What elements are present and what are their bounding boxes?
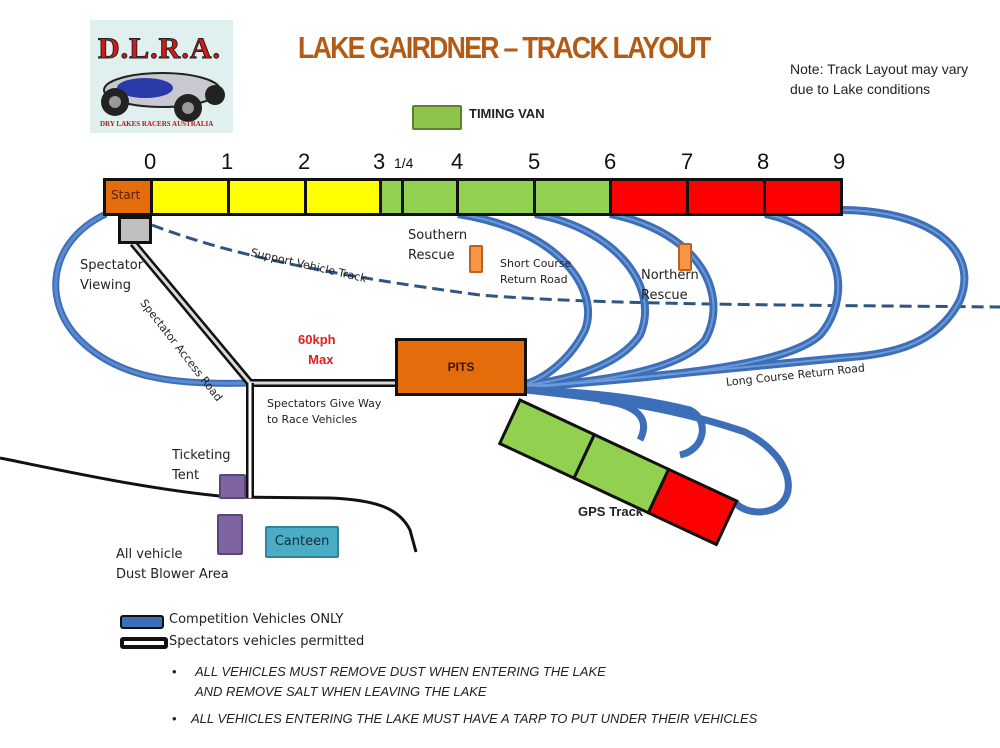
gps-track-label: GPS Track <box>578 504 644 519</box>
ticketing-tent-label: Ticketing Tent <box>172 448 231 483</box>
rule-bullet-1: • <box>172 664 177 679</box>
rule-bullet-2: • <box>172 711 177 726</box>
mile-marker-6: 6 <box>604 149 617 174</box>
spectator-viewing-label: Spectator Viewing <box>80 258 144 293</box>
speed-limit-label: 60kph Max <box>298 332 336 367</box>
note-line-1: Note: Track Layout may vary <box>790 61 969 77</box>
legend-spectator-label: Spectators vehicles permitted <box>169 634 365 649</box>
northern-rescue-label: Northern Rescue <box>641 268 699 303</box>
track-segment-4-5 <box>456 178 536 216</box>
track-segment-5-6 <box>533 178 612 216</box>
canteen-label: Canteen <box>274 534 330 549</box>
logo-text: D.L.R.A. <box>97 32 222 66</box>
mile-marker-5: 5 <box>528 149 541 174</box>
mile-marker-2: 2 <box>298 149 311 174</box>
dust-blower-box <box>217 514 243 555</box>
dlra-logo: D.L.R.A. DRY LAKES RACERS AUSTRALIA <box>90 20 233 133</box>
gps-segment <box>646 467 739 547</box>
canteen-box: Canteen <box>265 526 339 558</box>
give-way-label: Spectators Give Way to Race Vehicles <box>267 397 382 426</box>
ticketing-tent-box <box>219 474 246 499</box>
lake-shoreline <box>0 456 418 553</box>
mile-marker-9: 9 <box>833 149 846 174</box>
pits-label: PITS <box>447 360 475 374</box>
track-segment-0-1 <box>150 178 230 216</box>
rule-2: ALL VEHICLES ENTERING THE LAKE MUST HAVE… <box>191 711 758 726</box>
track-segment-6-7 <box>609 178 689 216</box>
mile-marker-7: 7 <box>681 149 694 174</box>
legend-spectator-swatch <box>120 637 168 649</box>
gps-return-loops <box>525 386 792 516</box>
logo-subtitle: DRY LAKES RACERS AUSTRALIA <box>100 120 214 128</box>
northern-rescue-marker <box>678 243 692 271</box>
pits-box: PITS <box>395 338 527 396</box>
southern-rescue-label: Southern Rescue <box>408 228 468 263</box>
timing-van-label: TIMING VAN <box>469 106 545 121</box>
start-box: Start <box>103 178 153 216</box>
mile-marker-8: 8 <box>757 149 770 174</box>
dust-blower-label: All vehicle Dust Blower Area <box>116 547 229 582</box>
track-segment-quarter-4 <box>401 178 459 216</box>
quarter-marker: 1/4 <box>394 155 414 171</box>
legend-competition-swatch <box>120 615 164 629</box>
southern-rescue-marker <box>469 245 483 273</box>
note-line-2: due to Lake conditions <box>790 81 931 97</box>
start-label: Start <box>111 188 141 202</box>
spectator-access-road <box>129 240 395 498</box>
track-segment-8-9 <box>763 178 843 216</box>
track-segment-1-2 <box>227 178 307 216</box>
track-segment-2-3 <box>304 178 382 216</box>
layout-note: Note: Track Layout may vary due to Lake … <box>790 59 968 99</box>
spectator-viewing-box <box>118 216 152 244</box>
mile-marker-1: 1 <box>221 149 234 174</box>
short-course-return-label: Short Course Return Road <box>500 257 572 286</box>
page-title: LAKE GAIRDNER – TRACK LAYOUT <box>298 30 711 65</box>
track-segment-7-8 <box>686 178 766 216</box>
mile-marker-3: 3 <box>373 149 386 174</box>
mile-marker-0: 0 <box>144 149 157 174</box>
short-course-loops <box>457 206 969 392</box>
gps-track-strip <box>497 398 739 547</box>
mile-marker-4: 4 <box>451 149 464 174</box>
timing-van-box <box>412 105 462 130</box>
rule-1-line-1: ALL VEHICLES MUST REMOVE DUST WHEN ENTER… <box>195 664 606 679</box>
rule-1-line-2: AND REMOVE SALT WHEN LEAVING THE LAKE <box>195 684 487 699</box>
support-vehicle-track <box>151 223 1000 309</box>
legend-competition-label: Competition Vehicles ONLY <box>169 612 344 627</box>
